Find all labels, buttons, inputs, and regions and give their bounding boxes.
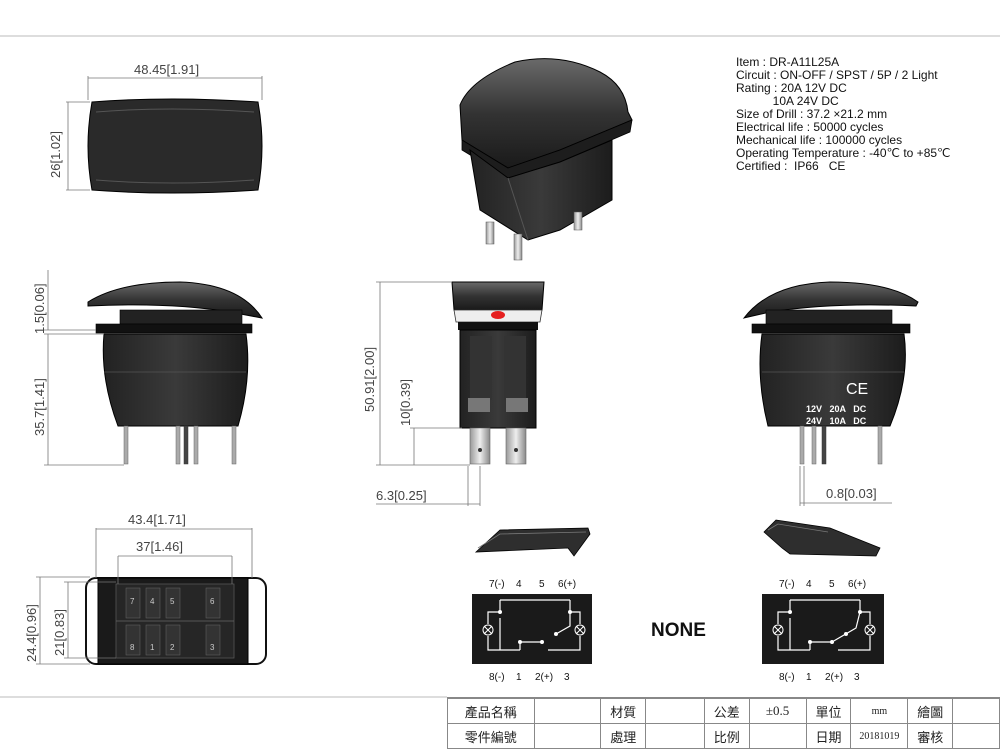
- none-label: NONE: [651, 620, 706, 641]
- c2-label-bot-1: 8(-): [779, 672, 795, 683]
- c2-label-top-2: 4: [806, 579, 812, 590]
- spec-mechanical-life: Mechanical life : 100000 cycles: [736, 133, 903, 147]
- isometric-view: [459, 58, 633, 261]
- side-body-label: 35.7[1.41]: [32, 378, 47, 436]
- circuit-diagram-off: 7(-) 4 5 6(+) 8(-) 1 2(+) 3: [472, 579, 592, 683]
- c1-label-bot-2: 1: [516, 672, 522, 683]
- tb-scale-value: [748, 723, 807, 749]
- tb-part-number-value: [533, 723, 602, 749]
- front-pin-offset-label: 6.3[0.25]: [376, 488, 427, 503]
- tb-product-name-value: [533, 698, 602, 724]
- bottom-outer-width-label: 43.4[1.71]: [128, 512, 186, 527]
- circuit-diagram-on: 7(-) 4 5 6(+) 8(-) 1 2(+) 3: [762, 579, 884, 683]
- tb-material: 材質: [600, 698, 647, 724]
- marking-line-12v: 12V 20A DC: [806, 404, 867, 414]
- bottom-inner-width-label: 37[1.46]: [136, 539, 183, 554]
- tb-treatment: 處理: [600, 723, 647, 749]
- tb-part-number: 零件編號: [447, 723, 535, 749]
- rocker-on-icon: [763, 519, 881, 557]
- bottom-inner-height-label: 21[0.83]: [52, 609, 67, 656]
- c2-label-bot-2: 1: [806, 672, 812, 683]
- title-block-row-1: 產品名稱 材質 公差 ±0.5 單位 mm 繪圖: [447, 698, 1000, 724]
- spec-item: Item : DR-A11L25A: [736, 55, 840, 69]
- spec-rating-1: Rating : 20A 12V DC: [736, 81, 847, 95]
- rocker-off-icon: [474, 527, 591, 557]
- bottom-pin-7: 7: [130, 597, 135, 606]
- title-block: 產品名稱 材質 公差 ±0.5 單位 mm 繪圖 零件編號 處理 比例 日期 2…: [447, 697, 1000, 751]
- tb-drawn: 繪圖: [907, 698, 954, 724]
- top-width-label: 48.45[1.91]: [134, 62, 199, 77]
- spec-rating-2: 10A 24V DC: [736, 94, 839, 108]
- bottom-pin-6: 6: [210, 597, 215, 606]
- c2-label-top-1: 7(-): [779, 579, 795, 590]
- tb-material-value: [645, 698, 705, 724]
- tb-date-value: 20181019: [850, 723, 909, 749]
- side-view-left: [44, 270, 264, 466]
- c2-label-top-3: 5: [829, 579, 835, 590]
- c1-label-top-4: 6(+): [558, 579, 576, 590]
- tb-tolerance-value: ±0.5: [748, 698, 807, 724]
- tb-review-value: [952, 723, 1000, 749]
- side2-pin-label: 0.8[0.03]: [826, 486, 877, 501]
- front-term-label: 10[0.39]: [398, 379, 413, 426]
- tb-date: 日期: [805, 723, 852, 749]
- bottom-view: 7 4 5 6 8 1 2 3: [36, 528, 267, 665]
- tb-tolerance: 公差: [703, 698, 750, 724]
- spec-temperature: Operating Temperature : -40℃ to +85℃: [736, 146, 951, 160]
- top-view: [66, 76, 263, 194]
- c1-label-bot-4: 3: [564, 672, 570, 683]
- ce-mark: CE: [846, 381, 868, 398]
- c1-label-top-3: 5: [539, 579, 545, 590]
- tb-unit-value: mm: [850, 698, 909, 724]
- c1-label-bot-3: 2(+): [535, 672, 553, 683]
- spec-circuit: Circuit : ON-OFF / SPST / 5P / 2 Light: [736, 68, 938, 82]
- bottom-pin-5: 5: [170, 597, 175, 606]
- marking-line-24v: 24V 10A DC: [806, 416, 867, 426]
- tb-review: 審核: [907, 723, 954, 749]
- bottom-pin-2: 2: [170, 643, 175, 652]
- spec-electrical-life: Electrical life : 50000 cycles: [736, 120, 884, 134]
- top-height-label: 26[1.02]: [48, 131, 63, 178]
- bottom-pin-8: 8: [130, 643, 135, 652]
- front-total-label: 50.91[2.00]: [362, 347, 377, 412]
- tb-treatment-value: [645, 723, 705, 749]
- front-view: [376, 281, 545, 506]
- bottom-outer-height-label: 24.4[0.96]: [24, 604, 39, 662]
- side-view-right: CE 12V 20A DC 24V 10A DC: [742, 281, 919, 506]
- indicator-led-red: [491, 311, 505, 319]
- spec-block: Item : DR-A11L25A Circuit : ON-OFF / SPS…: [736, 56, 951, 173]
- tb-scale: 比例: [703, 723, 750, 749]
- bottom-pin-3: 3: [210, 643, 215, 652]
- c1-label-top-2: 4: [516, 579, 522, 590]
- c2-label-top-4: 6(+): [848, 579, 866, 590]
- bottom-pin-4: 4: [150, 597, 155, 606]
- tb-unit: 單位: [805, 698, 852, 724]
- spec-certified: Certified : IP66 CE: [736, 159, 846, 173]
- c1-label-bot-1: 8(-): [489, 672, 505, 683]
- title-block-row-2: 零件編號 處理 比例 日期 20181019 審核: [447, 723, 1000, 749]
- c2-label-bot-3: 2(+): [825, 672, 843, 683]
- tb-drawn-value: [952, 698, 1000, 724]
- side-flange-label: 1.5[0.06]: [32, 283, 47, 334]
- bottom-pin-1: 1: [150, 643, 155, 652]
- c2-label-bot-4: 3: [854, 672, 860, 683]
- spec-drill: Size of Drill : 37.2 ×21.2 mm: [736, 107, 888, 121]
- c1-label-top-1: 7(-): [489, 579, 505, 590]
- tb-product-name: 產品名稱: [447, 698, 535, 724]
